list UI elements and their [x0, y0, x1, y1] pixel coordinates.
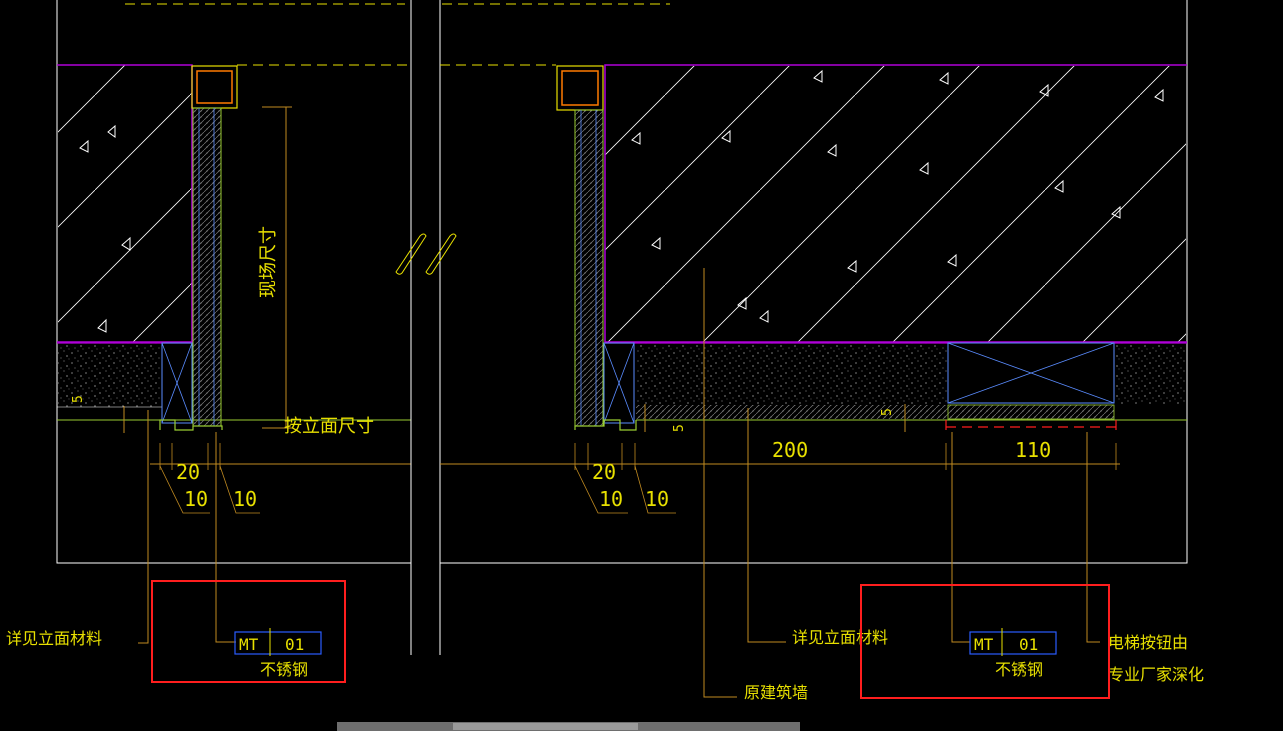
right-steel-tube	[556, 65, 604, 111]
right-dim-10b: 10	[645, 487, 669, 511]
left-site-dimension-label: 现场尺寸	[258, 226, 279, 298]
break-line	[395, 0, 457, 655]
right-frame	[440, 0, 1188, 564]
right-wall-hatch	[605, 66, 1186, 342]
left-highlight-box	[151, 580, 346, 683]
right-dim-5a: 5	[672, 424, 687, 432]
left-tag-number: 01	[285, 635, 304, 654]
right-see-elevation-material-label: 详见立面材料	[792, 628, 888, 647]
right-tag-material: 不锈钢	[995, 660, 1043, 679]
right-highlight-box	[860, 584, 1110, 699]
left-dim-10b: 10	[233, 487, 257, 511]
left-dim-5: 5	[71, 395, 86, 403]
left-detail: 现场尺寸 按立面尺寸 5 20 10 10 详见立面材料 MT 01 不锈钢	[6, 0, 412, 683]
right-material-tag: MT 01 不锈钢	[969, 628, 1057, 679]
left-dim-10a: 10	[184, 487, 208, 511]
right-elevator-button-label-1: 电梯按钮由	[1108, 633, 1188, 652]
left-wall-hatch	[58, 65, 192, 342]
right-dim-200: 200	[772, 438, 808, 462]
left-tag-material: 不锈钢	[260, 660, 308, 679]
left-floor-screed	[58, 343, 162, 407]
right-timber-block	[603, 342, 635, 424]
left-elevation-dimension-label: 按立面尺寸	[284, 416, 374, 437]
right-dim-10a: 10	[599, 487, 623, 511]
elevator-button-box	[945, 342, 1117, 430]
right-detail: 5 5 20 10 10 200 110 原建筑墙 详见立面材料 电梯按钮由 专…	[440, 0, 1204, 702]
right-tag-code: MT	[974, 635, 994, 654]
left-timber-block	[161, 342, 193, 424]
right-cladding-panel	[574, 109, 604, 427]
left-aggregate-marks	[79, 124, 131, 333]
right-aggregate-marks	[631, 69, 1164, 323]
left-material-tag: MT 01 不锈钢	[234, 628, 322, 679]
left-tag-code: MT	[239, 635, 259, 654]
left-see-elevation-material-label: 详见立面材料	[6, 629, 102, 648]
right-dim-20: 20	[592, 460, 616, 484]
right-original-wall-label: 原建筑墙	[744, 683, 808, 702]
right-wall-outline	[604, 64, 1187, 343]
right-elevator-button-label-2: 专业厂家深化	[1108, 665, 1204, 684]
right-dim-5b: 5	[880, 408, 895, 416]
horizontal-scrollbar[interactable]	[337, 722, 800, 731]
left-dim-20: 20	[176, 460, 200, 484]
left-steel-tube	[191, 65, 238, 109]
left-cladding-panel	[192, 107, 222, 427]
left-wall-outline	[57, 64, 193, 343]
right-tag-number: 01	[1019, 635, 1038, 654]
right-dim-110: 110	[1015, 438, 1051, 462]
scrollbar-thumb[interactable]	[453, 723, 638, 730]
